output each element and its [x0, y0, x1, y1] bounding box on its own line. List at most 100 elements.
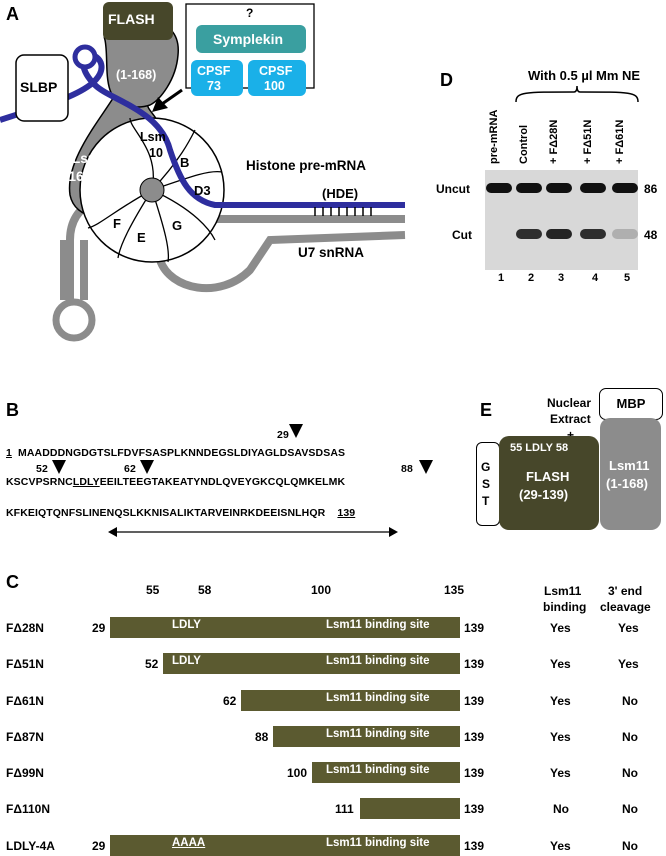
lane-label: pre-mRNA — [488, 109, 500, 164]
lane-bracket — [515, 86, 639, 103]
nuclear-extract-l3: + — [567, 428, 575, 442]
slbp-box — [15, 54, 69, 122]
lsm10-label-1: Lsm — [140, 130, 166, 144]
slbp-label: SLBP — [20, 79, 58, 95]
size-uncut-label: 86 — [644, 182, 658, 196]
tick-58: 58 — [198, 583, 212, 597]
lane-label: + FΔ51N — [582, 119, 594, 164]
cpsf73-box — [191, 60, 243, 96]
binding-site-label: Lsm11 binding site — [326, 837, 430, 849]
panel-label-c: C — [6, 572, 19, 592]
seq-line-3: KFKEIQTQNFSLINENQSLKKNISALIKTARVEINRKDEE… — [6, 507, 355, 519]
mbp-box: MBP — [599, 388, 663, 420]
lsm11-range-label: (1-168) — [606, 476, 648, 491]
motif-label: AAAA — [172, 837, 206, 849]
cleavage-arrow — [152, 88, 183, 112]
lane-label: + FΔ61N — [614, 119, 626, 164]
seq-marker-88: 88 — [401, 463, 413, 475]
arrow-88-icon — [419, 460, 433, 474]
cpsf100-box — [248, 60, 306, 96]
arrow-29-icon — [289, 424, 303, 438]
seq-marker-52: 52 — [36, 463, 48, 475]
binding-result: Yes — [550, 694, 571, 708]
uncut-band — [546, 183, 572, 193]
flash-motif-label: 55 LDLY 58 — [510, 442, 569, 454]
histone-premrna-strand — [0, 51, 405, 208]
hde-ticks — [314, 207, 372, 216]
arrow-62-icon — [140, 460, 154, 474]
construct-name: FΔ110N — [6, 802, 50, 816]
construct-start: 29 — [92, 839, 106, 853]
tick-100: 100 — [311, 583, 332, 597]
lsm11-fragment-box — [600, 418, 661, 530]
u7-snrna-hairpin — [60, 240, 88, 300]
lane-number: 2 — [528, 272, 535, 284]
cleavage-result: No — [622, 694, 638, 708]
histone-processing-diagram — [0, 2, 406, 342]
tick-55: 55 — [146, 583, 160, 597]
lsm11-binding-range-arrow — [108, 527, 398, 537]
panel-label-e: E — [480, 400, 493, 420]
construct-name: FΔ99N — [6, 766, 44, 780]
symplekin-box — [196, 25, 306, 53]
cut-band — [546, 229, 572, 239]
stem-loop — [72, 44, 98, 70]
seq-line-3-end: 139 — [337, 507, 356, 519]
cut-band — [516, 229, 542, 239]
construct-end: 139 — [464, 694, 485, 708]
binding-result: Yes — [550, 730, 571, 744]
construct-end: 139 — [464, 839, 485, 853]
construct-bar: AAAA Lsm11 binding site — [110, 835, 460, 856]
seq-line-1-text: MAADDDNGDGTSLFDVFSASPLKNNDEGSLDIYAGLDSAV… — [18, 447, 346, 459]
sm-g-label: G — [172, 218, 183, 233]
sm-d3-label: D3 — [194, 183, 211, 198]
uncut-band — [580, 183, 606, 193]
cut-band — [612, 229, 638, 239]
binding-site-label: Lsm11 binding site — [326, 619, 430, 631]
construct-name: FΔ28N — [6, 621, 44, 635]
tick-135: 135 — [444, 583, 465, 597]
gst-label-g: G — [481, 460, 491, 474]
motif-label: LDLY — [172, 655, 201, 667]
lane-label: Control — [518, 124, 530, 164]
lane-label: + FΔ28N — [548, 119, 560, 164]
seq-marker-29: 29 — [277, 429, 289, 441]
cleavage-result: Yes — [618, 621, 639, 635]
u7-snrna-label: U7 snRNA — [298, 245, 365, 260]
sm-ring-hole — [139, 177, 165, 203]
construct-name: FΔ51N — [6, 657, 44, 671]
flash-box — [103, 2, 173, 40]
arrow-52-icon — [52, 460, 66, 474]
seq-ldly-motif: LDLY — [72, 476, 100, 488]
construct-start: 29 — [92, 621, 106, 635]
construct-bar: Lsm11 binding site — [273, 726, 460, 747]
gst-label-s: S — [482, 477, 491, 491]
flash-region-label: (1-168) — [116, 68, 157, 82]
construct-bar — [360, 798, 460, 819]
panel-label-d: D — [440, 70, 453, 90]
lane-number: 1 — [498, 272, 505, 284]
seq-line-2: KSCVPSRNCLDLYEEILTEEGTAKEATYNDLQVEYGKCQL… — [6, 476, 345, 488]
binding-site-label: Lsm11 binding site — [326, 655, 430, 667]
hde-label: (HDE) — [322, 186, 359, 201]
panel-label-a: A — [6, 4, 19, 24]
panel-label-b: B — [6, 400, 19, 420]
construct-bar: LDLY Lsm11 binding site — [163, 653, 460, 674]
header-cleavage-l1: 3' end — [608, 584, 643, 598]
seq-line-2-post: EEILTEEGTAKEATYNDLQVEYGKCQLQMKELMK — [99, 476, 346, 488]
binding-result: Yes — [550, 621, 571, 635]
cut-label: Cut — [452, 228, 472, 242]
binding-result: Yes — [550, 839, 571, 853]
lsm11-label-2: (169-370) — [64, 169, 123, 184]
binding-result: No — [553, 802, 569, 816]
seq-line-1-start: 1 — [6, 447, 12, 459]
seq-line-3-text: KFKEIQTQNFSLINENQSLKKNISALIKTARVEINRKDEE… — [6, 507, 326, 519]
binding-result: Yes — [550, 766, 571, 780]
flash-fragment-box — [499, 436, 599, 530]
lsm11-fragment-label: Lsm11 — [609, 458, 650, 473]
binding-site-label: Lsm11 binding site — [326, 692, 430, 704]
nuclear-extract-l1: Nuclear — [547, 396, 592, 410]
cleavage-result: No — [622, 730, 638, 744]
construct-end: 139 — [464, 766, 485, 780]
